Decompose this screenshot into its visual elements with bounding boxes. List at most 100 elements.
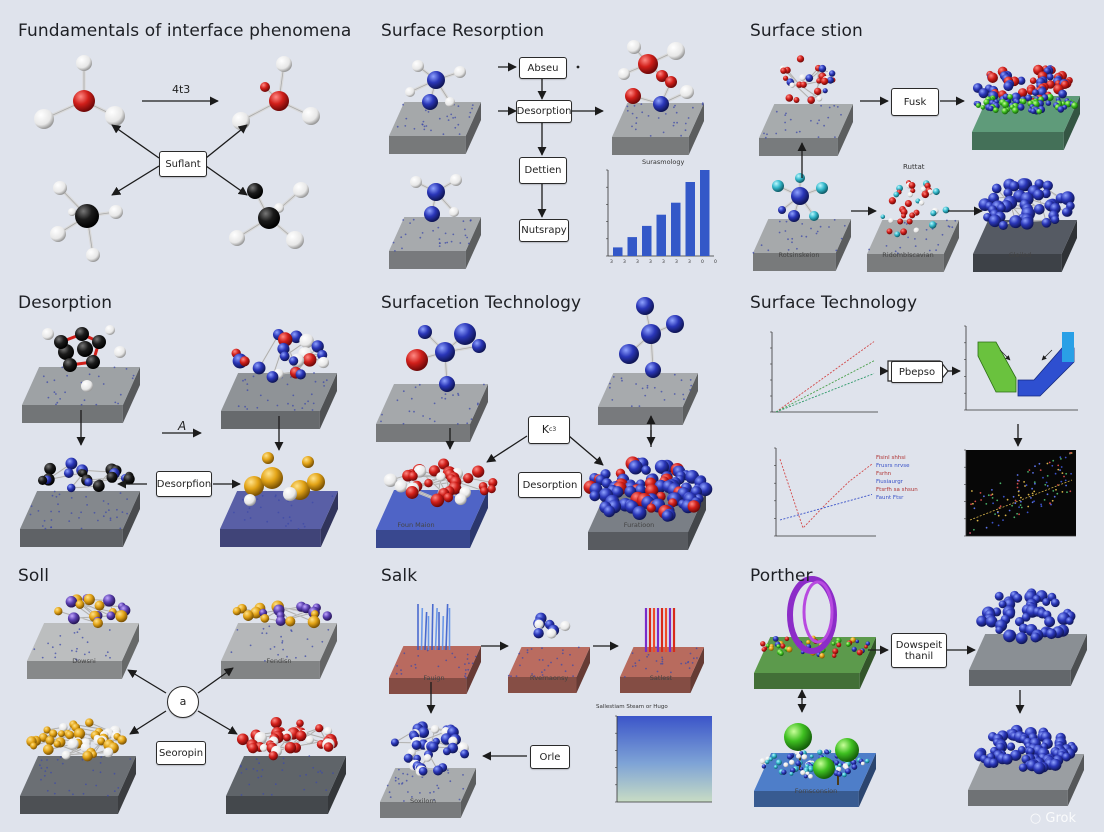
red-atom [814, 88, 821, 95]
red-atom [315, 724, 323, 732]
white-atom [62, 751, 71, 760]
blue-atom [67, 484, 75, 492]
white-atom [789, 82, 795, 88]
surfactant-box: Suflant [159, 151, 207, 177]
red-atom [647, 504, 656, 513]
red-atom [638, 54, 658, 74]
scatter-point [1061, 466, 1063, 468]
scatter-point [1032, 493, 1034, 495]
scatter-point [1040, 469, 1042, 471]
red-atom [901, 214, 906, 219]
blue-atom [636, 297, 654, 315]
white-atom [302, 107, 320, 125]
scatter-point [1034, 465, 1036, 467]
scatter-point [980, 492, 982, 494]
gold-atom [43, 744, 54, 755]
bar [628, 237, 638, 256]
black-atom [77, 341, 93, 357]
red-atom [887, 228, 893, 234]
scatter-point [1052, 460, 1054, 462]
green-atom [1036, 109, 1042, 115]
center-node-circle: a [167, 686, 199, 718]
section-title-fundamentals: Fundamentals of interface phenomena [18, 21, 351, 41]
series-line [776, 361, 874, 412]
blue-atom [976, 616, 987, 627]
plate-label: Rvernaonsy [530, 674, 568, 682]
blue-atom [443, 747, 451, 755]
gold-atom [262, 452, 274, 464]
red-atom [909, 182, 916, 189]
blue-atom [773, 636, 779, 642]
k-constant-box: Kc3 [528, 416, 570, 444]
white-atom [53, 181, 67, 195]
white-atom [799, 74, 806, 81]
scatter-point [1027, 506, 1029, 508]
scatter-point [1020, 504, 1022, 506]
gold-atom [93, 618, 103, 628]
scatter-point [1011, 505, 1013, 507]
flow-arrow [198, 668, 233, 693]
legend-entry: Faunt Ftsr [876, 495, 903, 501]
white-atom [276, 56, 292, 72]
orle-box: Orle [530, 745, 570, 769]
blue-atom [819, 65, 827, 73]
scatter-point [1039, 463, 1041, 465]
blue-atom [787, 754, 793, 760]
gold-atom [302, 456, 314, 468]
white-atom [305, 736, 314, 745]
purple-atom [103, 594, 115, 606]
green-atom [1071, 102, 1078, 109]
white-atom [431, 725, 440, 734]
white-atom [783, 762, 788, 767]
green-atom [1021, 99, 1027, 105]
scatter-point [1018, 491, 1020, 493]
scatter-point [1050, 504, 1052, 506]
gold-atom [95, 601, 105, 611]
black-atom [44, 463, 56, 475]
surface-plate [221, 623, 337, 679]
scatter-point [1017, 474, 1019, 476]
red-atom [762, 647, 767, 652]
legend-entry: Fsrhn [876, 471, 891, 477]
blue-atom [829, 70, 836, 77]
gold-atom [244, 476, 264, 496]
cyan-atom [929, 221, 936, 228]
white-atom [105, 325, 115, 335]
surface-plate [867, 220, 959, 273]
dowspeit-box: Dowspeit thanil [891, 633, 947, 668]
scatter-point [992, 502, 994, 504]
field-line [446, 604, 448, 650]
field-line [443, 616, 444, 650]
green-atom [846, 642, 851, 647]
surface-plate [20, 756, 136, 814]
scatter-point [972, 503, 974, 505]
black-atom [54, 335, 68, 349]
blue-atom [439, 376, 455, 392]
scatter-point [992, 497, 994, 499]
scatter-point [1047, 493, 1049, 495]
scatter-point [1013, 496, 1015, 498]
flow-arrow [206, 125, 247, 158]
black-atom [75, 204, 99, 228]
scatter-point [1017, 487, 1019, 489]
x-tick-label: 0 [714, 259, 717, 265]
scatter-point [1018, 506, 1020, 508]
black-atom [93, 480, 105, 492]
scatter-point [1032, 472, 1034, 474]
field-line [422, 608, 423, 650]
surface-plate [220, 491, 338, 547]
bar [642, 226, 652, 256]
plate-label: Foun Maion [397, 521, 434, 529]
green-atom [993, 107, 999, 113]
blue-atom [533, 628, 543, 638]
white-atom [68, 208, 76, 216]
scatter-point [1051, 465, 1053, 467]
blue-atom [791, 187, 809, 205]
gold-atom [115, 610, 127, 622]
scatter-point [1070, 473, 1072, 475]
x-tick-label: 3 [662, 259, 665, 265]
red-atom [786, 94, 794, 102]
blue-atom [1031, 108, 1037, 114]
scatter-point [974, 501, 976, 503]
red-atom [625, 88, 641, 104]
